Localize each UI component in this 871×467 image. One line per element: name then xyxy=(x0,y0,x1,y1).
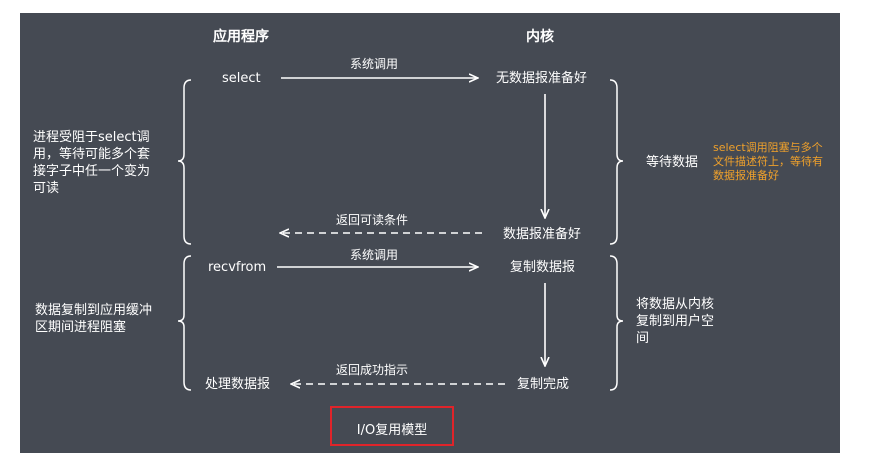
select-blocking-note: 进程受阻于select调用，等待可能多个套接字子中任一个变为可读 xyxy=(33,130,151,196)
model-caption-box: I/O复用模型 xyxy=(330,406,454,446)
header-kernel: 内核 xyxy=(526,29,554,45)
right-brace-phase1 xyxy=(609,79,624,245)
syscall-label-1: 系统调用 xyxy=(350,57,399,71)
datagram-ready-label: 数据报准备好 xyxy=(503,227,582,242)
copy-to-user-note: 将数据从内核复制到用户空间 xyxy=(636,297,715,346)
return-success-label: 返回成功指示 xyxy=(336,363,409,377)
syscall-label-2: 系统调用 xyxy=(350,248,399,262)
wait-data-label: 等待数据 xyxy=(646,155,699,170)
no-datagram-label: 无数据报准备好 xyxy=(496,71,588,86)
recvfrom-call-label: recvfrom xyxy=(208,260,267,275)
return-readable-label: 返回可读条件 xyxy=(336,213,409,227)
header-application: 应用程序 xyxy=(213,29,269,45)
process-datagram-label: 处理数据报 xyxy=(205,377,271,392)
select-call-label: select xyxy=(222,71,261,86)
left-brace-phase2 xyxy=(177,255,192,391)
model-caption: I/O复用模型 xyxy=(356,423,428,438)
select-side-note: select调用阻塞与多个文件描述符上，等待有数据报准备好 xyxy=(713,141,823,182)
copy-done-label: 复制完成 xyxy=(517,377,570,392)
copy-blocking-note: 数据复制到应用缓冲区期间进程阻塞 xyxy=(35,303,153,335)
right-brace-phase2 xyxy=(609,255,624,391)
copy-datagram-label: 复制数据报 xyxy=(510,260,576,275)
left-brace-phase1 xyxy=(177,79,192,245)
